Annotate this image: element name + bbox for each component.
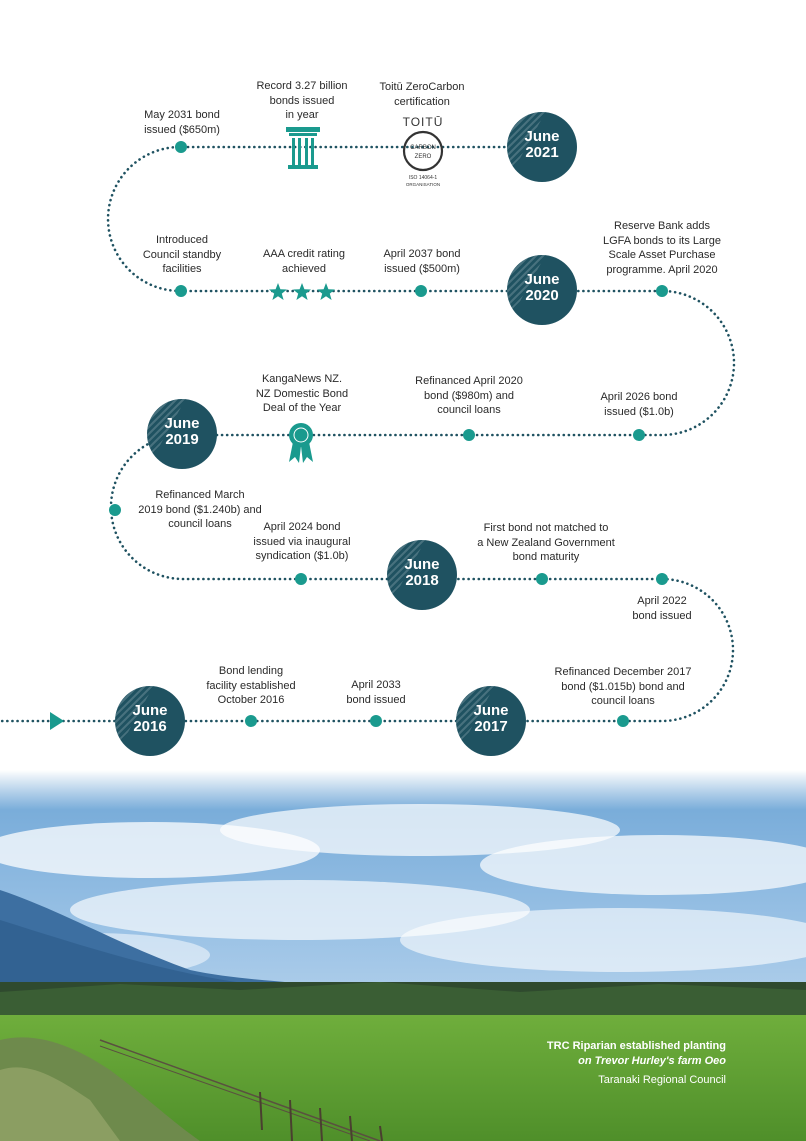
award-ribbon-icon bbox=[289, 423, 313, 463]
photo-credit: Taranaki Regional Council bbox=[598, 1074, 726, 1086]
timeline-node bbox=[370, 715, 382, 727]
year-month: June bbox=[473, 702, 509, 719]
timeline-node bbox=[295, 573, 307, 585]
year-month: June bbox=[524, 128, 560, 145]
year-number: 2018 bbox=[405, 572, 439, 589]
year-marker-2016: June 2016 bbox=[115, 686, 185, 756]
timeline-node bbox=[245, 715, 257, 727]
timeline-node bbox=[109, 504, 121, 516]
year-month: June bbox=[132, 702, 168, 719]
timeline-node bbox=[175, 141, 187, 153]
photo-caption-subject: on Trevor Hurley's farm Oeo bbox=[578, 1055, 726, 1067]
timeline-node bbox=[463, 429, 475, 441]
timeline-node bbox=[656, 573, 668, 585]
svg-text:CARBON: CARBON bbox=[410, 145, 436, 151]
year-marker-2021: June 2021 bbox=[507, 112, 577, 182]
landscape-photo bbox=[0, 770, 806, 1141]
year-marker-2018: June 2018 bbox=[387, 540, 457, 610]
year-marker-2017: June 2017 bbox=[456, 686, 526, 756]
year-marker-2019: June 2019 bbox=[147, 399, 217, 469]
timeline-node bbox=[617, 715, 629, 727]
three-stars-icon bbox=[269, 283, 335, 300]
timeline-node bbox=[175, 285, 187, 297]
timeline-node bbox=[633, 429, 645, 441]
start-arrow-icon bbox=[50, 712, 64, 730]
toitu-logo-icon: TOITŪ CARBON ZERO ISO 14064-1 ORGANISATI… bbox=[403, 115, 444, 187]
year-number: 2021 bbox=[525, 144, 559, 161]
year-number: 2019 bbox=[165, 431, 199, 448]
timeline-path bbox=[0, 145, 736, 730]
pillar-icon bbox=[286, 127, 320, 169]
year-number: 2020 bbox=[525, 287, 559, 304]
timeline-node bbox=[536, 573, 548, 585]
year-month: June bbox=[164, 415, 200, 432]
svg-text:TOITŪ: TOITŪ bbox=[403, 115, 444, 129]
timeline-node bbox=[656, 285, 668, 297]
year-month: June bbox=[404, 556, 440, 573]
year-marker-2020: June 2020 bbox=[507, 255, 577, 325]
svg-text:ORGANISATION: ORGANISATION bbox=[406, 182, 440, 187]
photo-caption: TRC Riparian established planting bbox=[546, 1040, 726, 1052]
year-number: 2016 bbox=[133, 718, 167, 735]
svg-text:ZERO: ZERO bbox=[415, 154, 432, 160]
year-month: June bbox=[524, 271, 560, 288]
svg-text:ISO 14064-1: ISO 14064-1 bbox=[409, 175, 438, 181]
timeline-node bbox=[415, 285, 427, 297]
year-number: 2017 bbox=[474, 718, 508, 735]
